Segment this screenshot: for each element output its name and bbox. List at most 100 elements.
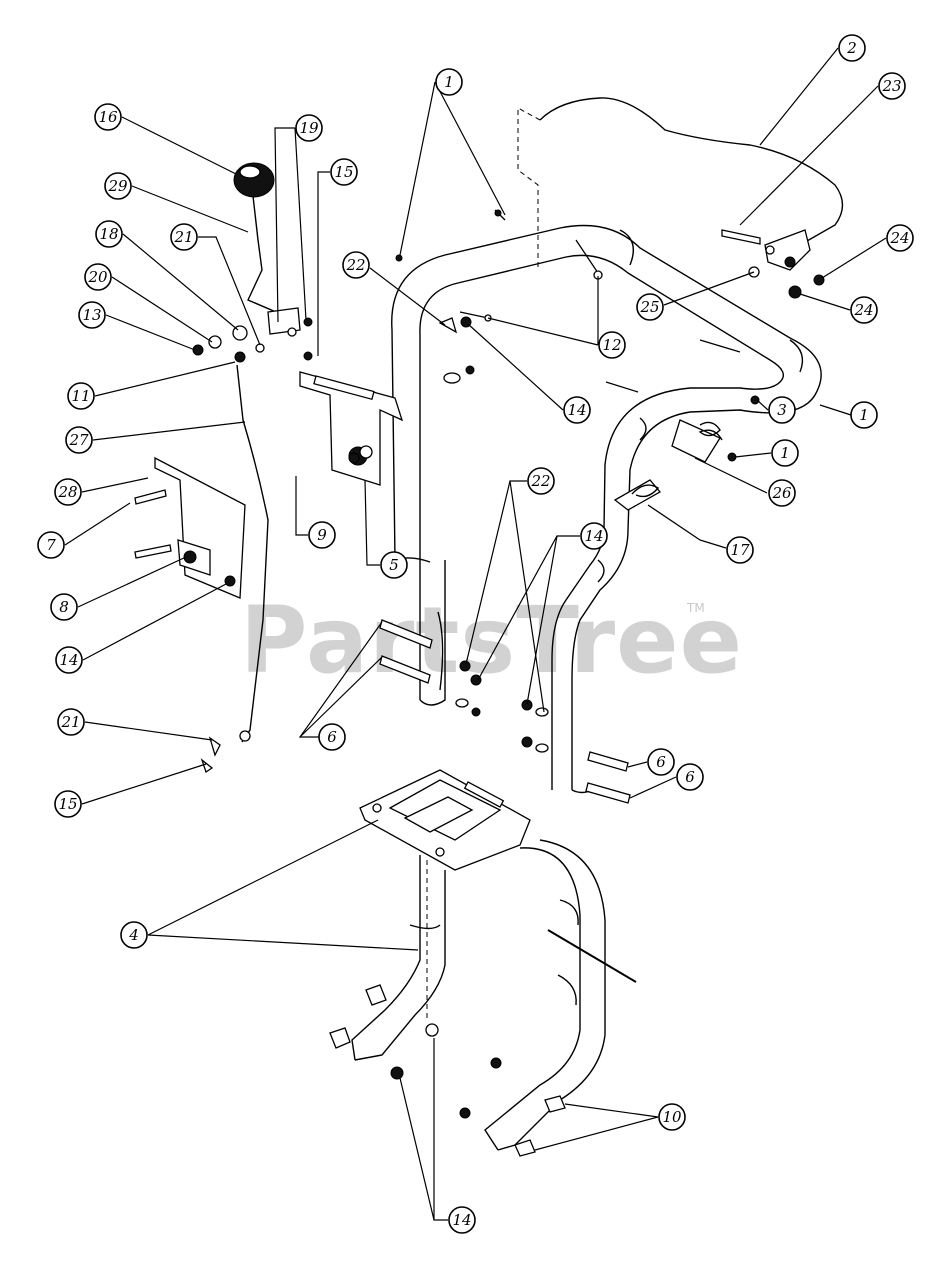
svg-text:24: 24 — [889, 229, 909, 247]
lever-bracket — [154, 456, 246, 599]
svg-text:6: 6 — [656, 753, 666, 771]
svg-text:22: 22 — [530, 472, 550, 490]
callout-22-lower: 22 — [527, 467, 555, 495]
callout-6-left: 6 — [318, 723, 346, 751]
callout-28: 28 — [54, 478, 82, 506]
callout-27: 27 — [65, 426, 93, 454]
svg-text:12: 12 — [602, 336, 621, 354]
callout-21-top: 21 — [170, 223, 198, 251]
svg-text:1: 1 — [444, 73, 454, 91]
callout-25: 25 — [636, 293, 664, 321]
svg-text:6: 6 — [327, 728, 337, 746]
callout-12: 12 — [598, 331, 626, 359]
callout-18: 18 — [95, 220, 123, 248]
svg-text:23: 23 — [881, 77, 901, 95]
watermark-text: PartsTree — [240, 587, 743, 694]
clip — [255, 343, 265, 353]
svg-text:14: 14 — [452, 1211, 471, 1229]
callout-6-right-bottom: 6 — [676, 763, 704, 791]
callout-1-right: 1 — [850, 401, 878, 429]
svg-text:24: 24 — [853, 301, 873, 319]
shift-rod — [236, 364, 269, 743]
svg-text:18: 18 — [99, 225, 118, 243]
svg-text:29: 29 — [107, 177, 128, 195]
clip — [208, 736, 221, 757]
callout-17: 17 — [726, 536, 754, 564]
callout-7: 7 — [37, 531, 65, 559]
callout-9: 9 — [308, 521, 336, 549]
svg-text:28: 28 — [57, 483, 77, 501]
lower-handle — [351, 769, 637, 1151]
svg-text:27: 27 — [68, 431, 89, 449]
lower-bolts-left — [379, 619, 482, 717]
svg-text:14: 14 — [59, 651, 78, 669]
shift-lever — [233, 162, 313, 361]
callout-14-left: 14 — [55, 646, 83, 674]
svg-text:14: 14 — [567, 401, 586, 419]
svg-text:4: 4 — [128, 926, 139, 944]
svg-text:8: 8 — [59, 598, 69, 616]
svg-text:3: 3 — [777, 401, 787, 419]
svg-text:21: 21 — [173, 228, 193, 246]
callout-13: 13 — [78, 301, 106, 329]
upper-screws — [395, 209, 741, 393]
callout-23: 23 — [878, 72, 906, 100]
callout-29: 29 — [104, 172, 132, 200]
bolt — [134, 544, 172, 559]
callout-19: 19 — [295, 114, 323, 142]
callout-24-top: 24 — [886, 224, 914, 252]
control-cable — [539, 97, 844, 246]
svg-text:26: 26 — [771, 484, 792, 502]
callout-4: 4 — [120, 921, 148, 949]
callout-8: 8 — [50, 593, 78, 621]
upper-handle — [391, 224, 822, 794]
callout-20: 20 — [84, 263, 112, 291]
callout-3: 3 — [768, 396, 796, 424]
callout-2: 2 — [838, 34, 866, 62]
shift-plate — [299, 371, 404, 486]
svg-text:9: 9 — [317, 526, 327, 544]
bolt — [134, 489, 167, 505]
callout-22-mid: 22 — [342, 251, 370, 279]
clip — [200, 758, 214, 774]
svg-text:5: 5 — [389, 556, 399, 574]
watermark-trademark: TM — [686, 601, 705, 615]
svg-text:7: 7 — [46, 536, 56, 554]
spring-assembly — [613, 395, 760, 541]
svg-text:22: 22 — [345, 256, 365, 274]
svg-text:20: 20 — [87, 268, 108, 286]
lower-bolts-right — [521, 699, 631, 804]
washer — [208, 335, 222, 349]
callout-15-top: 15 — [330, 158, 358, 186]
callout-21-bottom: 21 — [57, 708, 85, 736]
callout-14-mid: 14 — [563, 396, 591, 424]
svg-text:2: 2 — [846, 39, 857, 57]
svg-text:10: 10 — [662, 1108, 682, 1126]
rod-end — [239, 730, 251, 742]
callout-6-right-top: 6 — [647, 748, 675, 776]
lower-hardware — [329, 984, 566, 1157]
svg-text:21: 21 — [60, 713, 80, 731]
svg-text:19: 19 — [299, 119, 319, 137]
cable-bracket — [721, 229, 811, 271]
callout-16: 16 — [94, 103, 122, 131]
svg-text:25: 25 — [639, 298, 659, 316]
callout-14-lower: 14 — [580, 522, 608, 550]
nut — [192, 344, 204, 356]
washer — [788, 285, 802, 299]
svg-text:1: 1 — [859, 406, 869, 424]
leader-lines — [64, 47, 887, 1221]
svg-text:13: 13 — [82, 306, 101, 324]
callout-15-bottom: 15 — [54, 790, 82, 818]
svg-text:14: 14 — [584, 527, 603, 545]
callout-5: 5 — [380, 551, 408, 579]
callout-10: 10 — [658, 1103, 686, 1131]
rod-end — [234, 351, 246, 363]
svg-text:15: 15 — [58, 795, 77, 813]
callout-1-top: 1 — [435, 68, 463, 96]
svg-text:15: 15 — [334, 163, 353, 181]
svg-text:1: 1 — [780, 444, 790, 462]
svg-text:11: 11 — [71, 387, 90, 405]
callout-24-bottom: 24 — [850, 296, 878, 324]
